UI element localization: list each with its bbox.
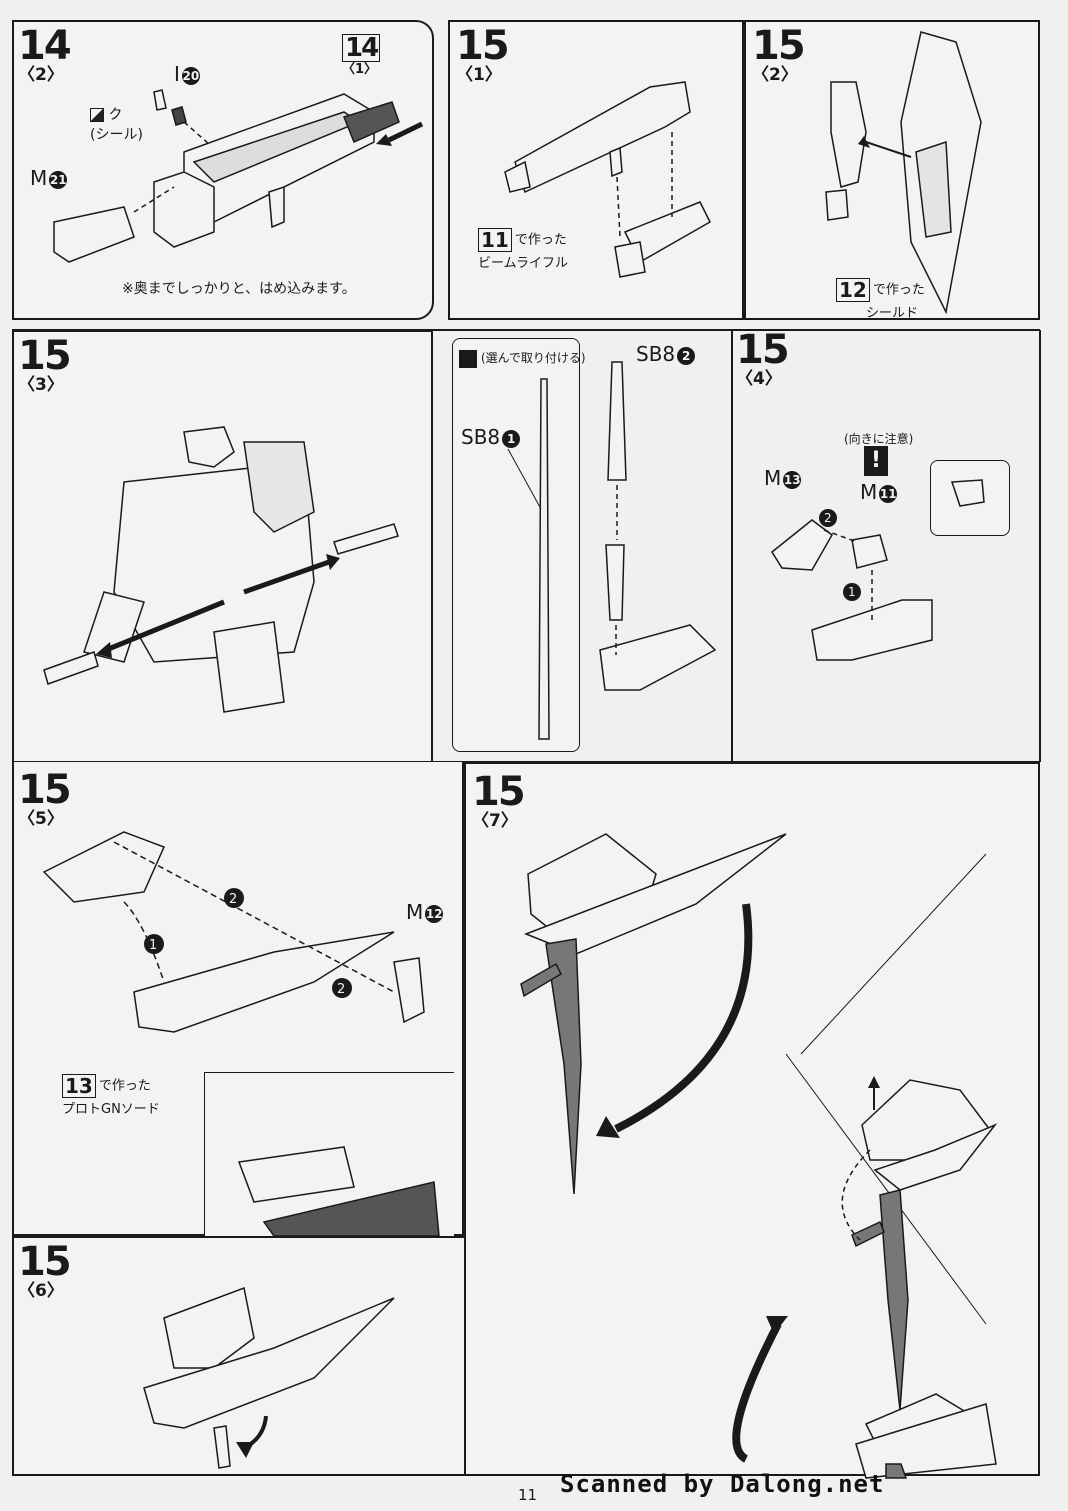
assembly-note: ※奥までしっかりと、はめ込みます。 — [122, 281, 356, 297]
panel-15-3: 15 〈3〉 — [12, 330, 432, 762]
step-sub: 〈1〉 — [456, 65, 502, 85]
ref-text-item: プロトGNソード — [62, 1102, 160, 1117]
step-sub: 〈3〉 — [18, 375, 64, 395]
hand-attachment-illustration: 2 1 — [771, 479, 985, 661]
scan-credit: Scanned by Dalong.net — [560, 1470, 885, 1498]
step-number: 14 — [18, 23, 72, 69]
m12-number: 12 — [425, 904, 444, 923]
sword-grip-fold-illustration — [143, 1286, 395, 1469]
step-sub: 〈4〉 — [736, 369, 782, 389]
sb8-1-text: SB8 — [461, 425, 501, 449]
shield-to-arm-illustration — [825, 31, 982, 315]
gn-sword-assembly-illustration: 2 1 2 — [42, 831, 440, 1237]
step-label: 15 〈3〉 — [18, 333, 72, 395]
part-m-number: 21 — [49, 170, 68, 189]
ref-text-made: で作った — [872, 282, 925, 298]
m11-letter: M — [860, 480, 878, 504]
sticker-caption: (シール) — [90, 127, 143, 143]
ref-text-item: シールド — [866, 306, 919, 321]
ref-text-made: で作った — [98, 1078, 151, 1094]
part-m-letter: M — [30, 166, 48, 190]
step-number: 15 — [456, 23, 510, 69]
page-number: 11 — [518, 1486, 538, 1504]
long-saber-illustration — [507, 378, 550, 740]
m11-number: 11 — [879, 484, 898, 503]
gundam-back-weapons-illustration — [43, 426, 399, 713]
choose-label: (選んで取り付ける) — [459, 349, 586, 368]
panel-15-7: 15 〈7〉 — [464, 762, 1040, 1479]
step-sub: 〈2〉 — [18, 65, 64, 85]
order-1-number: 1 — [149, 938, 157, 953]
sticker-label: ク (シール) — [90, 104, 143, 144]
ref-step-label: 14 〈1〉 — [342, 34, 381, 77]
step-label: 15 〈7〉 — [472, 769, 526, 831]
step-sub: 〈7〉 — [472, 811, 518, 831]
part-i-letter: I — [174, 62, 180, 86]
rifle-assembly-illustration — [53, 89, 424, 263]
caution-icon: ! — [864, 446, 888, 476]
m12-letter: M — [406, 900, 424, 924]
step-number: 15 — [18, 767, 72, 813]
step-label: 14 〈2〉 — [18, 23, 72, 85]
sb8-1-number: 1 — [502, 429, 521, 448]
sticker-icon — [90, 108, 104, 122]
caution-label: (向きに注意) — [844, 432, 914, 446]
step-number: 15 — [18, 1239, 72, 1285]
sb8-2-number: 2 — [677, 346, 696, 365]
m13-number: 13 — [783, 470, 802, 489]
ref-step-number: 14 — [342, 34, 381, 62]
step-sub: 〈5〉 — [18, 809, 64, 829]
ref-text-item: ビームライフル — [478, 256, 568, 271]
step-number: 15 — [736, 327, 790, 373]
step-sub: 〈6〉 — [18, 1281, 64, 1301]
step-label: 15 〈2〉 — [752, 23, 806, 85]
rifle-to-hand-illustration — [504, 81, 711, 278]
step-label: 15 〈1〉 — [456, 23, 510, 85]
m13-letter: M — [764, 466, 782, 490]
order-2b-number: 2 — [337, 982, 345, 997]
ref-step-sub: 〈1〉 — [342, 62, 378, 77]
sb8-2-text: SB8 — [636, 342, 676, 366]
step-number: 15 — [472, 769, 526, 815]
sword-swing-illustration — [520, 833, 997, 1479]
step-label: 15 〈5〉 — [18, 767, 72, 829]
order-2-number: 2 — [824, 511, 832, 525]
order-1-number: 1 — [848, 585, 856, 599]
sticker-letter: ク — [108, 107, 123, 123]
step-label: 15 〈4〉 — [736, 327, 790, 389]
step-label: 15 〈6〉 — [18, 1239, 72, 1301]
step-sub: 〈2〉 — [752, 65, 798, 85]
panel-15-6: 15 〈6〉 — [12, 1236, 464, 1476]
ref-text-made: で作った — [514, 232, 567, 248]
step-number: 15 — [752, 23, 806, 69]
order-2-number: 2 — [229, 892, 237, 907]
choose-text: (選んで取り付ける) — [480, 351, 586, 365]
part-i-number: 20 — [181, 66, 200, 85]
choose-icon — [459, 349, 477, 368]
step-number: 15 — [18, 333, 72, 379]
